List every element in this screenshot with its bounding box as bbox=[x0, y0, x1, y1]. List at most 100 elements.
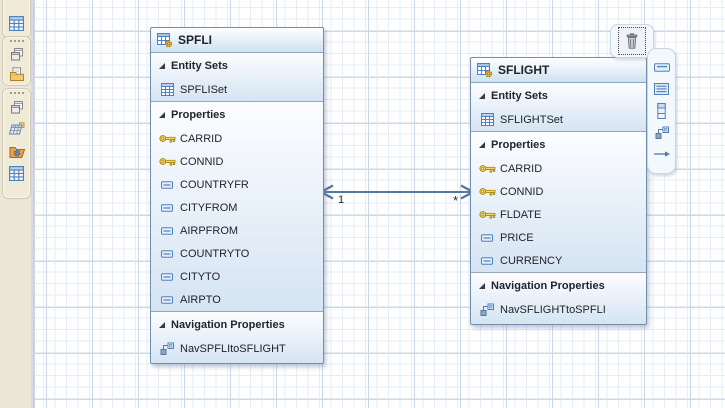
entity-set-row[interactable]: SFLIGHTSet bbox=[471, 108, 646, 131]
context-pad-tools bbox=[647, 48, 676, 174]
association-target-cardinality[interactable]: * bbox=[453, 193, 459, 208]
property-icon bbox=[481, 257, 493, 265]
property-row[interactable]: CITYTO bbox=[151, 265, 323, 288]
property-icon bbox=[161, 296, 173, 304]
entity-spfli[interactable]: SPFLI Entity Sets SPFLISet Properties CA… bbox=[150, 27, 324, 364]
palette-group-3 bbox=[2, 88, 31, 199]
delete-button[interactable] bbox=[618, 27, 646, 55]
key-icon bbox=[159, 134, 176, 143]
collapse-icon bbox=[479, 92, 485, 99]
add-vertical-table-tool[interactable] bbox=[651, 102, 673, 120]
property-row[interactable]: CONNID bbox=[471, 180, 646, 203]
property-name: CITYFROM bbox=[180, 201, 238, 214]
navigation-property-name: NavSFLIGHTtoSPFLI bbox=[500, 303, 606, 316]
table-3d-icon bbox=[8, 122, 25, 136]
property-row[interactable]: AIRPFROM bbox=[151, 219, 323, 242]
property-icon bbox=[161, 273, 173, 281]
entity-sflight-header[interactable]: SFLIGHT bbox=[471, 58, 646, 83]
property-row[interactable]: AIRPTO bbox=[151, 288, 323, 311]
properties-section-header[interactable]: Properties bbox=[471, 132, 646, 157]
folder-document-icon bbox=[9, 67, 25, 82]
navigation-property-icon bbox=[160, 342, 174, 355]
entity-type-icon bbox=[477, 62, 493, 78]
table-3d-tool[interactable] bbox=[6, 119, 28, 139]
properties-section-header[interactable]: Properties bbox=[151, 102, 323, 127]
entity-set-list-icon bbox=[654, 83, 669, 95]
property-row[interactable]: CONNID bbox=[151, 150, 323, 173]
tool-palette bbox=[0, 0, 35, 408]
entity-set-name: SPFLISet bbox=[180, 83, 228, 96]
section-label: Properties bbox=[171, 108, 226, 121]
property-icon bbox=[654, 63, 670, 72]
entity-sets-section-header[interactable]: Entity Sets bbox=[471, 83, 646, 108]
property-row[interactable]: PRICE bbox=[471, 226, 646, 249]
trash-icon bbox=[625, 33, 639, 49]
association-source-cardinality[interactable]: 1 bbox=[338, 194, 345, 206]
table-tool[interactable] bbox=[6, 13, 28, 33]
folder-gear-tool[interactable] bbox=[6, 141, 28, 161]
property-name: CONNID bbox=[500, 185, 544, 198]
collapse-icon bbox=[479, 282, 485, 289]
property-name: CURRENCY bbox=[500, 254, 563, 267]
collapse-icon bbox=[159, 111, 165, 118]
property-row[interactable]: CARRID bbox=[151, 127, 323, 150]
properties-section: Properties CARRID CONNID FLDATE PRICE CU… bbox=[471, 132, 646, 273]
collapse-icon bbox=[479, 141, 485, 148]
navigation-properties-section: Navigation Properties NavSPFLItoSFLIGHT bbox=[151, 312, 323, 363]
palette-group-handle[interactable] bbox=[9, 92, 24, 94]
property-icon bbox=[161, 204, 173, 212]
entity-set-row[interactable]: SPFLISet bbox=[151, 78, 323, 101]
navigation-properties-section: Navigation Properties NavSFLIGHTtoSPFLI bbox=[471, 273, 646, 324]
table-icon bbox=[161, 83, 174, 96]
entity-sets-section: Entity Sets SFLIGHTSet bbox=[471, 83, 646, 132]
section-label: Entity Sets bbox=[491, 89, 548, 102]
copy-windows-tool[interactable] bbox=[6, 45, 28, 64]
property-row[interactable]: COUNTRYTO bbox=[151, 242, 323, 265]
entity-sets-section: Entity Sets SPFLISet bbox=[151, 53, 323, 102]
property-row[interactable]: CURRENCY bbox=[471, 249, 646, 272]
table-tool[interactable] bbox=[6, 163, 28, 183]
property-name: AIRPFROM bbox=[180, 224, 239, 237]
create-association-tool[interactable] bbox=[651, 145, 673, 163]
context-pad-delete-tab bbox=[610, 24, 654, 58]
property-row[interactable]: FLDATE bbox=[471, 203, 646, 226]
copy-windows-tool[interactable] bbox=[6, 97, 28, 117]
folder-gear-icon bbox=[9, 145, 25, 158]
entity-sets-section-header[interactable]: Entity Sets bbox=[151, 53, 323, 78]
palette-group-2 bbox=[2, 36, 31, 86]
property-name: CONNID bbox=[180, 155, 224, 168]
add-entity-set-tool[interactable] bbox=[651, 80, 673, 98]
section-label: Entity Sets bbox=[171, 59, 228, 72]
property-row[interactable]: COUNTRYFR bbox=[151, 173, 323, 196]
property-row[interactable]: CARRID bbox=[471, 157, 646, 180]
key-icon bbox=[479, 187, 496, 196]
properties-section: Properties CARRID CONNID COUNTRYFR CITYF… bbox=[151, 102, 323, 312]
arrow-right-icon bbox=[653, 150, 671, 158]
navigation-property-row[interactable]: NavSFLIGHTtoSPFLI bbox=[471, 298, 646, 321]
add-property-tool[interactable] bbox=[651, 59, 673, 77]
folder-document-tool[interactable] bbox=[6, 66, 28, 85]
property-name: COUNTRYFR bbox=[180, 178, 249, 191]
key-icon bbox=[479, 210, 496, 219]
key-icon bbox=[479, 164, 496, 173]
entity-set-name: SFLIGHTSet bbox=[500, 113, 563, 126]
property-icon bbox=[161, 227, 173, 235]
copy-windows-icon bbox=[10, 100, 24, 114]
property-name: COUNTRYTO bbox=[180, 247, 250, 260]
vertical-table-icon bbox=[657, 103, 666, 119]
palette-group-handle[interactable] bbox=[9, 40, 24, 42]
add-navigation-property-tool[interactable] bbox=[651, 124, 673, 142]
property-row[interactable]: CITYFROM bbox=[151, 196, 323, 219]
entity-spfli-header[interactable]: SPFLI bbox=[151, 28, 323, 53]
property-name: AIRPTO bbox=[180, 293, 221, 306]
property-icon bbox=[481, 234, 493, 242]
property-name: FLDATE bbox=[500, 208, 542, 221]
navigation-properties-section-header[interactable]: Navigation Properties bbox=[471, 273, 646, 298]
property-name: CARRID bbox=[180, 132, 223, 145]
navigation-properties-section-header[interactable]: Navigation Properties bbox=[151, 312, 323, 337]
table-icon bbox=[9, 16, 24, 31]
navigation-property-row[interactable]: NavSPFLItoSFLIGHT bbox=[151, 337, 323, 360]
entity-sflight[interactable]: SFLIGHT Entity Sets SFLIGHTSet Propertie… bbox=[470, 57, 647, 325]
property-name: CARRID bbox=[500, 162, 543, 175]
navigation-property-icon bbox=[655, 126, 669, 139]
